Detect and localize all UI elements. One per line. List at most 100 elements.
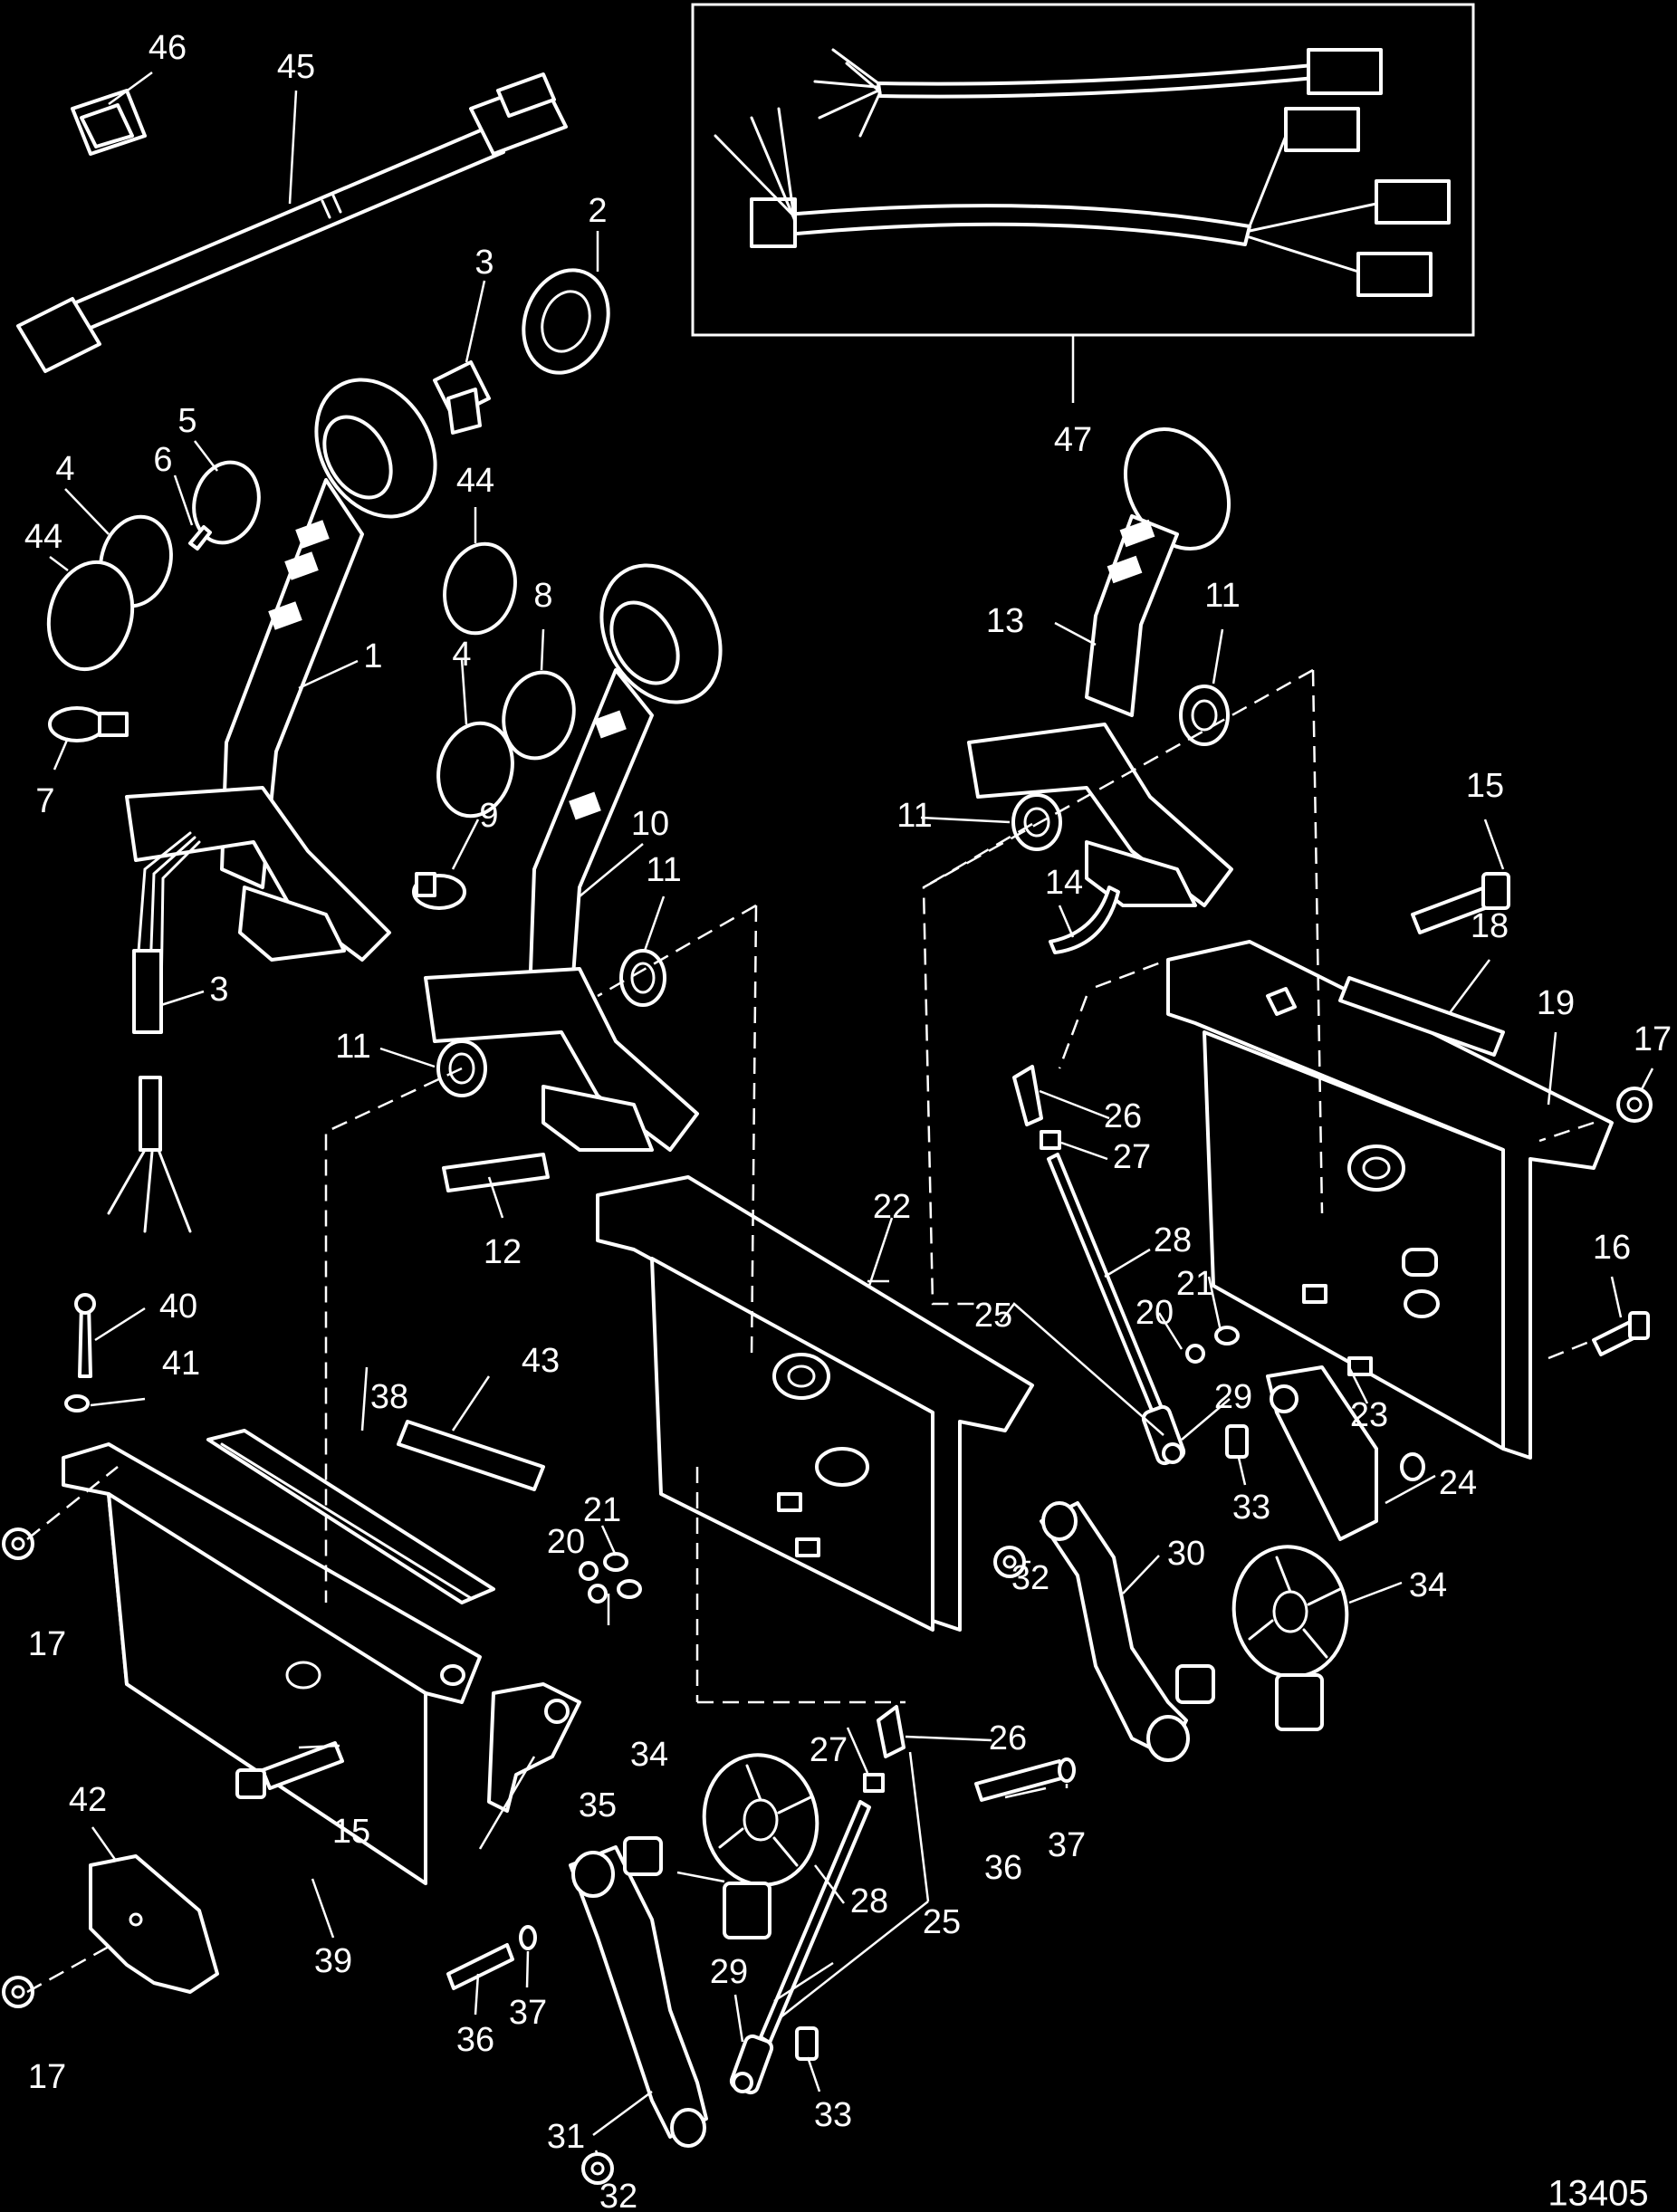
- callout-4-middle: 4: [452, 636, 471, 674]
- callout-28-lower: 28: [850, 1882, 888, 1920]
- callout-44-middle: 44: [456, 462, 494, 500]
- screw-16: [1592, 1311, 1650, 1356]
- callouts: 46 45 2 3 5 4 6 44 44 8 4 1 7 9 10 11 3 …: [24, 29, 1672, 2212]
- ball-20-right: [1185, 1344, 1205, 1364]
- callout-13: 13: [986, 602, 1024, 640]
- handle-1: [125, 378, 437, 962]
- connector-46: [71, 89, 147, 156]
- rod-28-right: [1047, 1153, 1165, 1419]
- harness-47: [691, 3, 1475, 403]
- callout-40: 40: [159, 1288, 197, 1326]
- callout-42: 42: [69, 1781, 107, 1819]
- callout-25-lower: 25: [923, 1903, 961, 1941]
- callout-4-upper: 4: [55, 450, 74, 488]
- switch-3: [433, 360, 491, 435]
- washer-37-right: [1058, 1757, 1076, 1783]
- callout-38: 38: [370, 1378, 408, 1416]
- callout-9: 9: [479, 797, 498, 835]
- bracket-22: [596, 1175, 1034, 1632]
- label-38: [206, 1429, 495, 1604]
- callout-3-upper: 3: [474, 244, 494, 282]
- callout-18: 18: [1471, 907, 1509, 945]
- callout-2: 2: [588, 192, 607, 230]
- callout-19: 19: [1537, 984, 1575, 1022]
- screw-33-right: [1225, 1424, 1249, 1459]
- callout-41: 41: [162, 1345, 200, 1383]
- lever-30: [1040, 1501, 1215, 1762]
- callout-32-lower: 32: [599, 2178, 637, 2212]
- cover-5: [192, 460, 261, 545]
- callout-23: 23: [1350, 1396, 1388, 1434]
- callout-3-lower: 3: [209, 971, 228, 1009]
- callout-5: 5: [177, 402, 196, 440]
- nut-17-upper-left: [2, 1527, 34, 1560]
- nut-27-lower: [863, 1773, 885, 1793]
- handle-13: [967, 427, 1233, 907]
- pin-26-right: [1012, 1065, 1043, 1126]
- nut-27-right: [1040, 1130, 1061, 1150]
- assembly-lines: [26, 668, 1595, 1994]
- o-ring-44-upper: [46, 560, 135, 672]
- bushing-11-d: [1011, 793, 1062, 851]
- nut-17-right: [1616, 1087, 1653, 1123]
- callout-11-a: 11: [646, 851, 681, 889]
- callout-37-left: 37: [509, 1994, 547, 2032]
- callout-22: 22: [873, 1188, 911, 1226]
- callout-25-upper: 25: [974, 1297, 1012, 1335]
- potentiometer-34-right: [1231, 1545, 1349, 1731]
- callout-36-right: 36: [984, 1849, 1022, 1887]
- callout-21-right: 21: [1176, 1265, 1214, 1303]
- callout-29-lower: 29: [710, 1953, 748, 1991]
- bolt-36-left: [446, 1943, 514, 1990]
- callout-29-upper: 29: [1214, 1378, 1252, 1416]
- callout-14: 14: [1045, 864, 1083, 902]
- screw-40: [74, 1293, 96, 1378]
- callout-1: 1: [363, 637, 382, 675]
- spring-14: [1049, 886, 1120, 954]
- washer-37-left: [519, 1925, 537, 1950]
- callout-24: 24: [1439, 1464, 1477, 1502]
- callout-43: 43: [522, 1342, 560, 1380]
- callout-26-upper: 26: [1104, 1097, 1142, 1135]
- label-43: [397, 1420, 545, 1491]
- label-12: [442, 1153, 550, 1192]
- callout-17-lower-left: 17: [28, 2058, 66, 2096]
- potentiometer-34-left: [702, 1753, 819, 1939]
- callout-28-upper: 28: [1154, 1221, 1192, 1259]
- bushing-11-c: [1179, 685, 1230, 746]
- callout-44-upper: 44: [24, 518, 62, 556]
- bracket-42: [89, 1854, 219, 1994]
- callout-32-upper: 32: [1011, 1559, 1049, 1597]
- callout-11-b: 11: [335, 1028, 370, 1066]
- callout-39: 39: [314, 1942, 352, 1980]
- screw-15-left: [235, 1741, 344, 1799]
- callout-15-left: 15: [332, 1813, 370, 1851]
- screw-6: [188, 525, 212, 551]
- callout-10: 10: [631, 805, 669, 843]
- leader-lines: [49, 71, 1654, 2156]
- pin-26-lower: [877, 1705, 906, 1758]
- callout-27-upper: 27: [1113, 1138, 1151, 1176]
- retainer-2: [522, 268, 610, 375]
- callout-30: 30: [1167, 1535, 1205, 1573]
- bracket-24: [1266, 1365, 1425, 1541]
- callout-20-right: 20: [1136, 1294, 1174, 1332]
- callout-17-upper-left: 17: [28, 1625, 66, 1663]
- bracket-19: [1166, 940, 1614, 1460]
- cover-8: [502, 670, 576, 761]
- callout-37-right: 37: [1048, 1826, 1086, 1864]
- o-ring-44-middle: [443, 541, 517, 636]
- callout-6: 6: [153, 441, 172, 479]
- callout-8: 8: [533, 577, 552, 615]
- detent-23: [1302, 1284, 1440, 1376]
- bracket-35: [487, 1682, 581, 1813]
- callout-16: 16: [1593, 1229, 1631, 1267]
- screw-15-right: [1411, 872, 1510, 934]
- callout-47: 47: [1054, 421, 1092, 459]
- callout-11-c: 11: [1204, 577, 1240, 615]
- nut-17-lower-left: [2, 1976, 34, 2008]
- callout-34-left: 34: [630, 1736, 668, 1774]
- figure-number: 13405: [1548, 2174, 1648, 2212]
- callout-33-upper: 33: [1232, 1489, 1270, 1527]
